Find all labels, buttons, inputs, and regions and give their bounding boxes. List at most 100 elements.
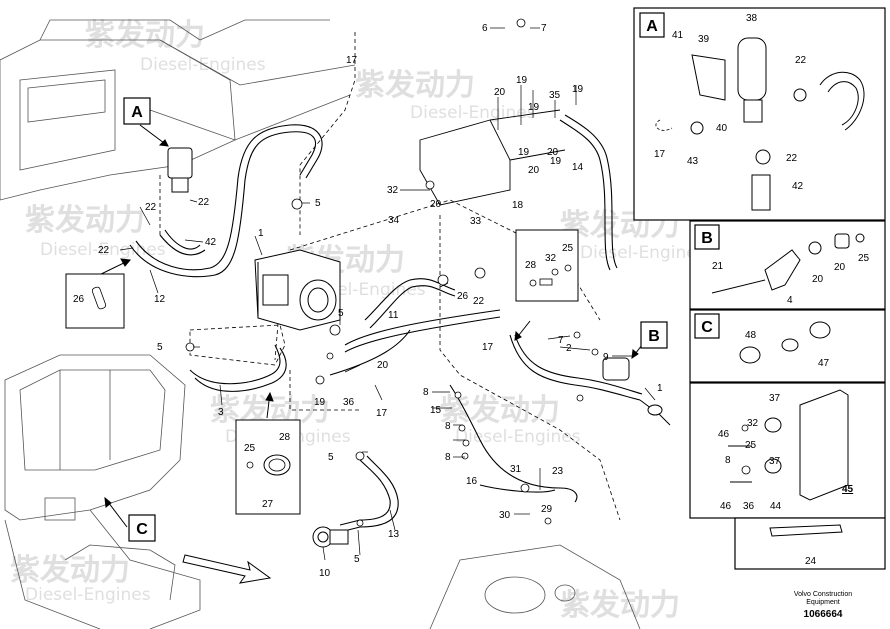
svg-text:18: 18 [512,200,524,211]
svg-text:42: 42 [205,237,217,248]
inset-parts-25-27-28: 25 28 27 [235,419,301,515]
svg-text:42: 42 [792,181,804,192]
svg-text:20: 20 [377,360,389,371]
detail-panel-c: C 48 47 [689,309,886,383]
svg-text:45: 45 [842,484,854,495]
svg-text:20: 20 [528,165,540,176]
svg-text:5: 5 [315,198,321,209]
svg-text:41: 41 [672,30,684,41]
watermark-sub: Diesel-Engines [455,427,581,447]
callout-c: C [128,514,156,542]
svg-text:22: 22 [198,197,210,208]
direction-arrow [182,554,272,584]
label-leaders [119,27,656,561]
svg-text:13: 13 [388,529,400,540]
cab-illustration [0,19,356,201]
svg-text:37: 37 [769,456,781,467]
svg-text:29: 29 [541,504,553,515]
svg-text:5: 5 [157,342,163,353]
svg-text:17: 17 [376,408,388,419]
svg-text:22: 22 [98,245,110,256]
watermark-sub: Diesel-Engines [410,103,536,123]
svg-text:20: 20 [494,87,506,98]
inset-parts-25-28-32: 28 32 25 [515,229,579,302]
control-module-a [167,147,193,193]
svg-text:24: 24 [805,556,817,567]
svg-text:26: 26 [457,291,469,302]
svg-text:22: 22 [795,55,807,66]
svg-text:34: 34 [388,215,400,226]
svg-text:47: 47 [818,358,830,369]
svg-text:20: 20 [547,147,559,158]
watermark-text: 紫发动力 [560,588,680,623]
svg-text:23: 23 [552,466,564,477]
svg-text:20: 20 [812,274,824,285]
callout-a: A [123,97,151,125]
part-labels: 6 7 17 19 20 19 35 19 22 22 42 5 19 20 3… [98,23,663,579]
watermark-text: 紫发动力 [85,18,205,53]
footer: Volvo Construction Equipment 1066664 [794,591,852,620]
inset-part-26: 26 [65,273,125,329]
svg-text:37: 37 [769,393,781,404]
svg-text:25: 25 [244,443,256,454]
svg-text:20: 20 [834,262,846,273]
svg-text:20: 20 [430,199,442,210]
svg-text:19: 19 [516,75,528,86]
svg-text:8: 8 [725,455,731,466]
svg-text:25: 25 [745,440,757,451]
hoses [129,114,643,533]
svg-text:32: 32 [747,418,759,429]
tank-illustration [429,544,641,629]
svg-text:1: 1 [258,228,264,239]
svg-text:36: 36 [743,501,755,512]
svg-text:43: 43 [687,156,699,167]
svg-text:17: 17 [482,342,494,353]
valve-part-10 [312,526,349,548]
svg-text:19: 19 [518,147,530,158]
svg-text:1: 1 [657,383,663,394]
svg-text:2: 2 [566,343,572,354]
svg-text:25: 25 [562,243,574,254]
svg-text:25: 25 [858,253,870,264]
svg-text:A: A [646,18,658,35]
svg-text:7: 7 [541,23,547,34]
svg-text:48: 48 [745,330,757,341]
svg-text:44: 44 [770,501,782,512]
svg-text:39: 39 [698,34,710,45]
svg-text:8: 8 [445,421,451,432]
watermark-sub: Diesel-Engines [580,243,706,263]
svg-text:17: 17 [346,55,358,66]
svg-text:Volvo Construction: Volvo Construction [794,591,852,598]
detail-arrows [94,124,643,528]
svg-text:36: 36 [343,397,355,408]
svg-text:22: 22 [473,296,485,307]
svg-text:38: 38 [746,13,758,24]
svg-text:46: 46 [720,501,732,512]
svg-text:3: 3 [218,407,224,418]
svg-text:22: 22 [786,153,798,164]
watermark-sub: Diesel-Engines [140,55,266,75]
svg-text:35: 35 [549,90,561,101]
machine-illustration [4,354,201,629]
svg-text:5: 5 [354,554,360,565]
watermark-text: 紫发动力 [440,393,560,428]
svg-text:46: 46 [718,429,730,440]
svg-text:26: 26 [73,294,85,305]
svg-text:1066664: 1066664 [804,609,843,620]
svg-text:32: 32 [387,185,399,196]
heater-unit [254,249,341,331]
svg-text:11: 11 [388,310,399,321]
svg-text:C: C [701,319,713,336]
svg-text:9: 9 [603,352,609,363]
svg-text:12: 12 [154,294,166,305]
detail-panel-tie: 24 [734,517,886,570]
svg-text:4: 4 [787,295,793,306]
svg-text:6: 6 [482,23,488,34]
svg-text:28: 28 [279,432,291,443]
detail-panel-a: A 38 41 39 22 40 17 43 22 42 [633,7,886,221]
svg-text:21: 21 [712,261,724,272]
watermark-sub: Diesel-Engines [40,240,166,260]
svg-text:19: 19 [314,397,326,408]
svg-text:16: 16 [466,476,478,487]
svg-text:32: 32 [545,253,557,264]
